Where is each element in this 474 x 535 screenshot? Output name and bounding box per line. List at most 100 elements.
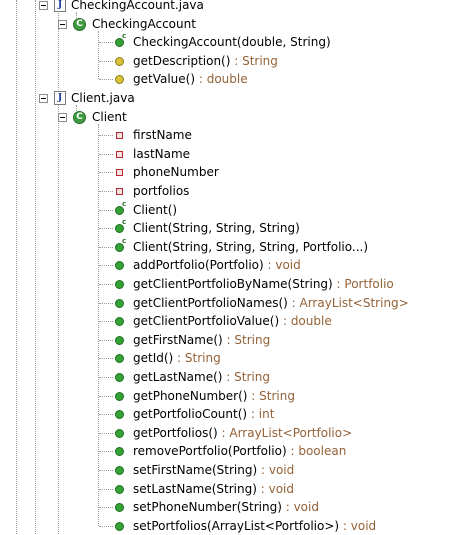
- tree-connector-line: [99, 507, 113, 509]
- tree-node-member[interactable]: removePortfolio(Portfolio) : boolean: [0, 442, 474, 460]
- tree-node-member[interactable]: firstName: [0, 126, 474, 144]
- public-method-icon: [115, 428, 124, 438]
- tree-node-member[interactable]: getPhoneNumber() : String: [0, 387, 474, 405]
- member-return-type: : String: [222, 370, 270, 384]
- tree-connector-line: [99, 432, 113, 434]
- class-icon: C: [73, 110, 86, 124]
- collapse-toggle-icon[interactable]: [39, 94, 48, 103]
- tree-node-member[interactable]: getDescription() : String: [0, 52, 474, 70]
- member-name: getPortfolioCount() : int: [133, 407, 275, 422]
- member-name: getPortfolios() : ArrayList<Portfolio>: [133, 425, 353, 440]
- collapse-toggle-icon[interactable]: [39, 1, 48, 10]
- tree-connector-line: [99, 525, 113, 527]
- tree-node-member[interactable]: getLastName() : String: [0, 368, 474, 386]
- tree-node-member[interactable]: getClientPortfolioNames() : ArrayList<St…: [0, 294, 474, 312]
- public-method-icon: [115, 261, 124, 271]
- member-name: getId() : String: [133, 351, 221, 366]
- java-file-letter: J: [57, 93, 63, 103]
- java-file-letter: J: [57, 0, 63, 10]
- member-name: getValue() : double: [133, 72, 248, 87]
- constructor-icon: [115, 224, 124, 234]
- member-return-type: : void: [339, 518, 377, 533]
- tree-node-member[interactable]: c Client(): [0, 199, 474, 219]
- tree-node-member[interactable]: getClientPortfolioByName(String) : Portf…: [0, 275, 474, 293]
- tree-node-member[interactable]: getId() : String: [0, 349, 474, 367]
- private-field-icon: [116, 150, 123, 158]
- member-name: Client(String, String, String, Portfolio…: [133, 239, 369, 254]
- tree-connector-line: [98, 123, 99, 526]
- constructor-icon: [115, 242, 124, 252]
- member-name: setPortfolios(ArrayList<Portfolio>) : vo…: [133, 518, 377, 533]
- public-method-icon: [115, 410, 124, 420]
- member-name: getFirstName() : String: [133, 332, 271, 347]
- constructor-mark: c: [122, 199, 127, 208]
- public-method-icon: [115, 521, 124, 531]
- tree-connector-line: [99, 153, 113, 155]
- tree-connector-line: [99, 246, 113, 248]
- public-method-icon: [115, 484, 124, 494]
- collapse-toggle-icon[interactable]: [58, 112, 67, 122]
- java-file-icon: J: [54, 0, 66, 12]
- tree-connector-line: [99, 191, 113, 192]
- tree-node-member[interactable]: portfolios: [0, 182, 474, 200]
- member-name: getDescription() : String: [133, 53, 278, 68]
- tree-connector-line: [99, 377, 113, 378]
- tree-node-member[interactable]: phoneNumber: [0, 163, 474, 181]
- tree-node-member[interactable]: getPortfolioCount() : int: [0, 405, 474, 423]
- collapse-toggle-icon[interactable]: [58, 19, 67, 29]
- tree-connector-line: [99, 172, 113, 174]
- member-return-type: : void: [263, 258, 301, 273]
- tree-node-member[interactable]: setPortfolios(ArrayList<Portfolio>) : vo…: [0, 517, 474, 535]
- member-return-type: : double: [279, 314, 332, 329]
- public-method-icon: [115, 354, 124, 364]
- member-name: getClientPortfolioNames() : ArrayList<St…: [133, 295, 409, 310]
- tree-connector-line: [58, 0, 59, 534]
- tree-node-member[interactable]: getFirstName() : String: [0, 331, 474, 349]
- tree-node-member[interactable]: getValue() : double: [0, 70, 474, 88]
- member-return-type: : String: [222, 332, 271, 347]
- member-name: phoneNumber: [133, 165, 219, 180]
- member-return-type: : int: [247, 407, 275, 422]
- member-name: Client(): [133, 202, 178, 217]
- public-method-icon: [115, 503, 124, 513]
- member-name: setFirstName(String) : void: [133, 463, 295, 477]
- tree-connector-line: [99, 209, 113, 211]
- member-name: getClientPortfolioByName(String) : Portf…: [133, 277, 394, 291]
- tree-node-member[interactable]: getPortfolios() : ArrayList<Portfolio>: [0, 424, 474, 442]
- tree-node-member[interactable]: getClientPortfolioValue() : double: [0, 312, 474, 330]
- tree-node-member[interactable]: setPhoneNumber(String) : void: [0, 498, 474, 516]
- tree-connector-line: [99, 358, 113, 360]
- public-method-icon: [115, 391, 124, 401]
- public-method-icon: [115, 280, 124, 289]
- member-return-type: : void: [257, 463, 295, 477]
- member-name: setLastName(String) : void: [133, 481, 294, 496]
- tree-node-member[interactable]: setFirstName(String) : void: [0, 461, 474, 479]
- tree-node-member[interactable]: lastName: [0, 145, 474, 163]
- protected-method-icon: [115, 56, 124, 66]
- constructor-mark: c: [122, 218, 127, 227]
- member-name: getClientPortfolioValue() : double: [133, 314, 332, 329]
- constructor-icon: [115, 38, 124, 48]
- member-return-type: : void: [281, 500, 319, 515]
- public-method-icon: [115, 373, 124, 382]
- tree-node-member[interactable]: addPortfolio(Portfolio) : void: [0, 256, 474, 274]
- tree-node-member[interactable]: setLastName(String) : void: [0, 480, 474, 498]
- member-name: firstName: [133, 128, 192, 143]
- tree-connector-line: [99, 265, 113, 267]
- class-letter: C: [76, 111, 83, 122]
- member-return-type: : double: [195, 72, 248, 87]
- public-method-icon: [115, 335, 124, 345]
- java-file-icon: J: [54, 91, 66, 105]
- private-field-icon: [116, 132, 123, 140]
- member-return-type: : ArrayList<Portfolio>: [217, 425, 353, 440]
- member-name: addPortfolio(Portfolio) : void: [133, 258, 301, 273]
- member-return-type: : Portfolio: [332, 277, 394, 291]
- member-name: removePortfolio(Portfolio) : boolean: [133, 444, 347, 459]
